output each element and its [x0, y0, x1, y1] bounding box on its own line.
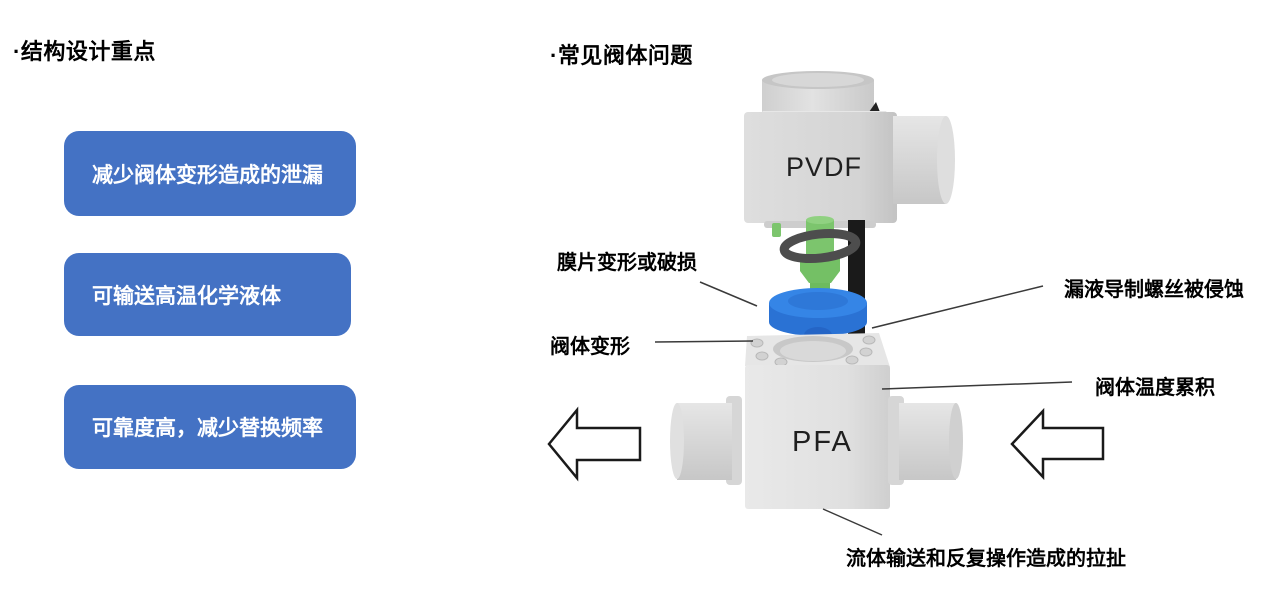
diaphragm [769, 288, 867, 343]
leader-line-pull [822, 508, 883, 536]
pfa-right-pipe [888, 396, 963, 485]
pvdf-body [744, 111, 897, 228]
left-section-title: ·结构设计重点 [13, 39, 156, 64]
annotation-temperature-accumulation: 阀体温度累积 [1095, 377, 1215, 399]
annotation-diaphragm-damage: 膜片变形或破损 [557, 252, 697, 274]
pfa-body [745, 333, 890, 509]
benefit-box-1: 减少阀体变形造成的泄漏 [64, 131, 356, 216]
leader-line-temp [881, 381, 1073, 390]
leader-line-body-deform [654, 340, 754, 343]
pfa-material-label: PFA [792, 426, 853, 458]
benefit-box-2: 可输送高温化学液体 [64, 253, 351, 336]
leader-line-screw [871, 285, 1044, 329]
pvdf-material-label: PVDF [786, 152, 863, 182]
annotation-body-deformation: 阀体变形 [550, 336, 630, 358]
valve-top-cylinder [762, 71, 874, 118]
annotation-screw-corrosion: 漏液导制螺丝被侵蚀 [1064, 279, 1244, 301]
benefit-label-2: 可输送高温化学液体 [92, 284, 281, 308]
benefit-label-3: 可靠度高，减少替换频率 [92, 417, 323, 440]
flow-arrow-right-icon [1010, 407, 1105, 481]
seal-ring [779, 228, 861, 264]
benefit-label-1: 减少阀体变形造成的泄漏 [92, 163, 323, 187]
pvdf-right-port [893, 116, 955, 204]
flow-arrow-left-icon [547, 406, 642, 482]
pfa-left-pipe [670, 396, 742, 485]
leader-line-diaphragm [699, 281, 758, 307]
rod-top-notch [869, 102, 880, 112]
benefit-box-3: 可靠度高，减少替换频率 [64, 385, 356, 469]
right-section-title: ·常见阀体问题 [550, 43, 693, 68]
annotation-fluid-pulling: 流体输送和反复操作造成的拉扯 [846, 548, 1126, 570]
